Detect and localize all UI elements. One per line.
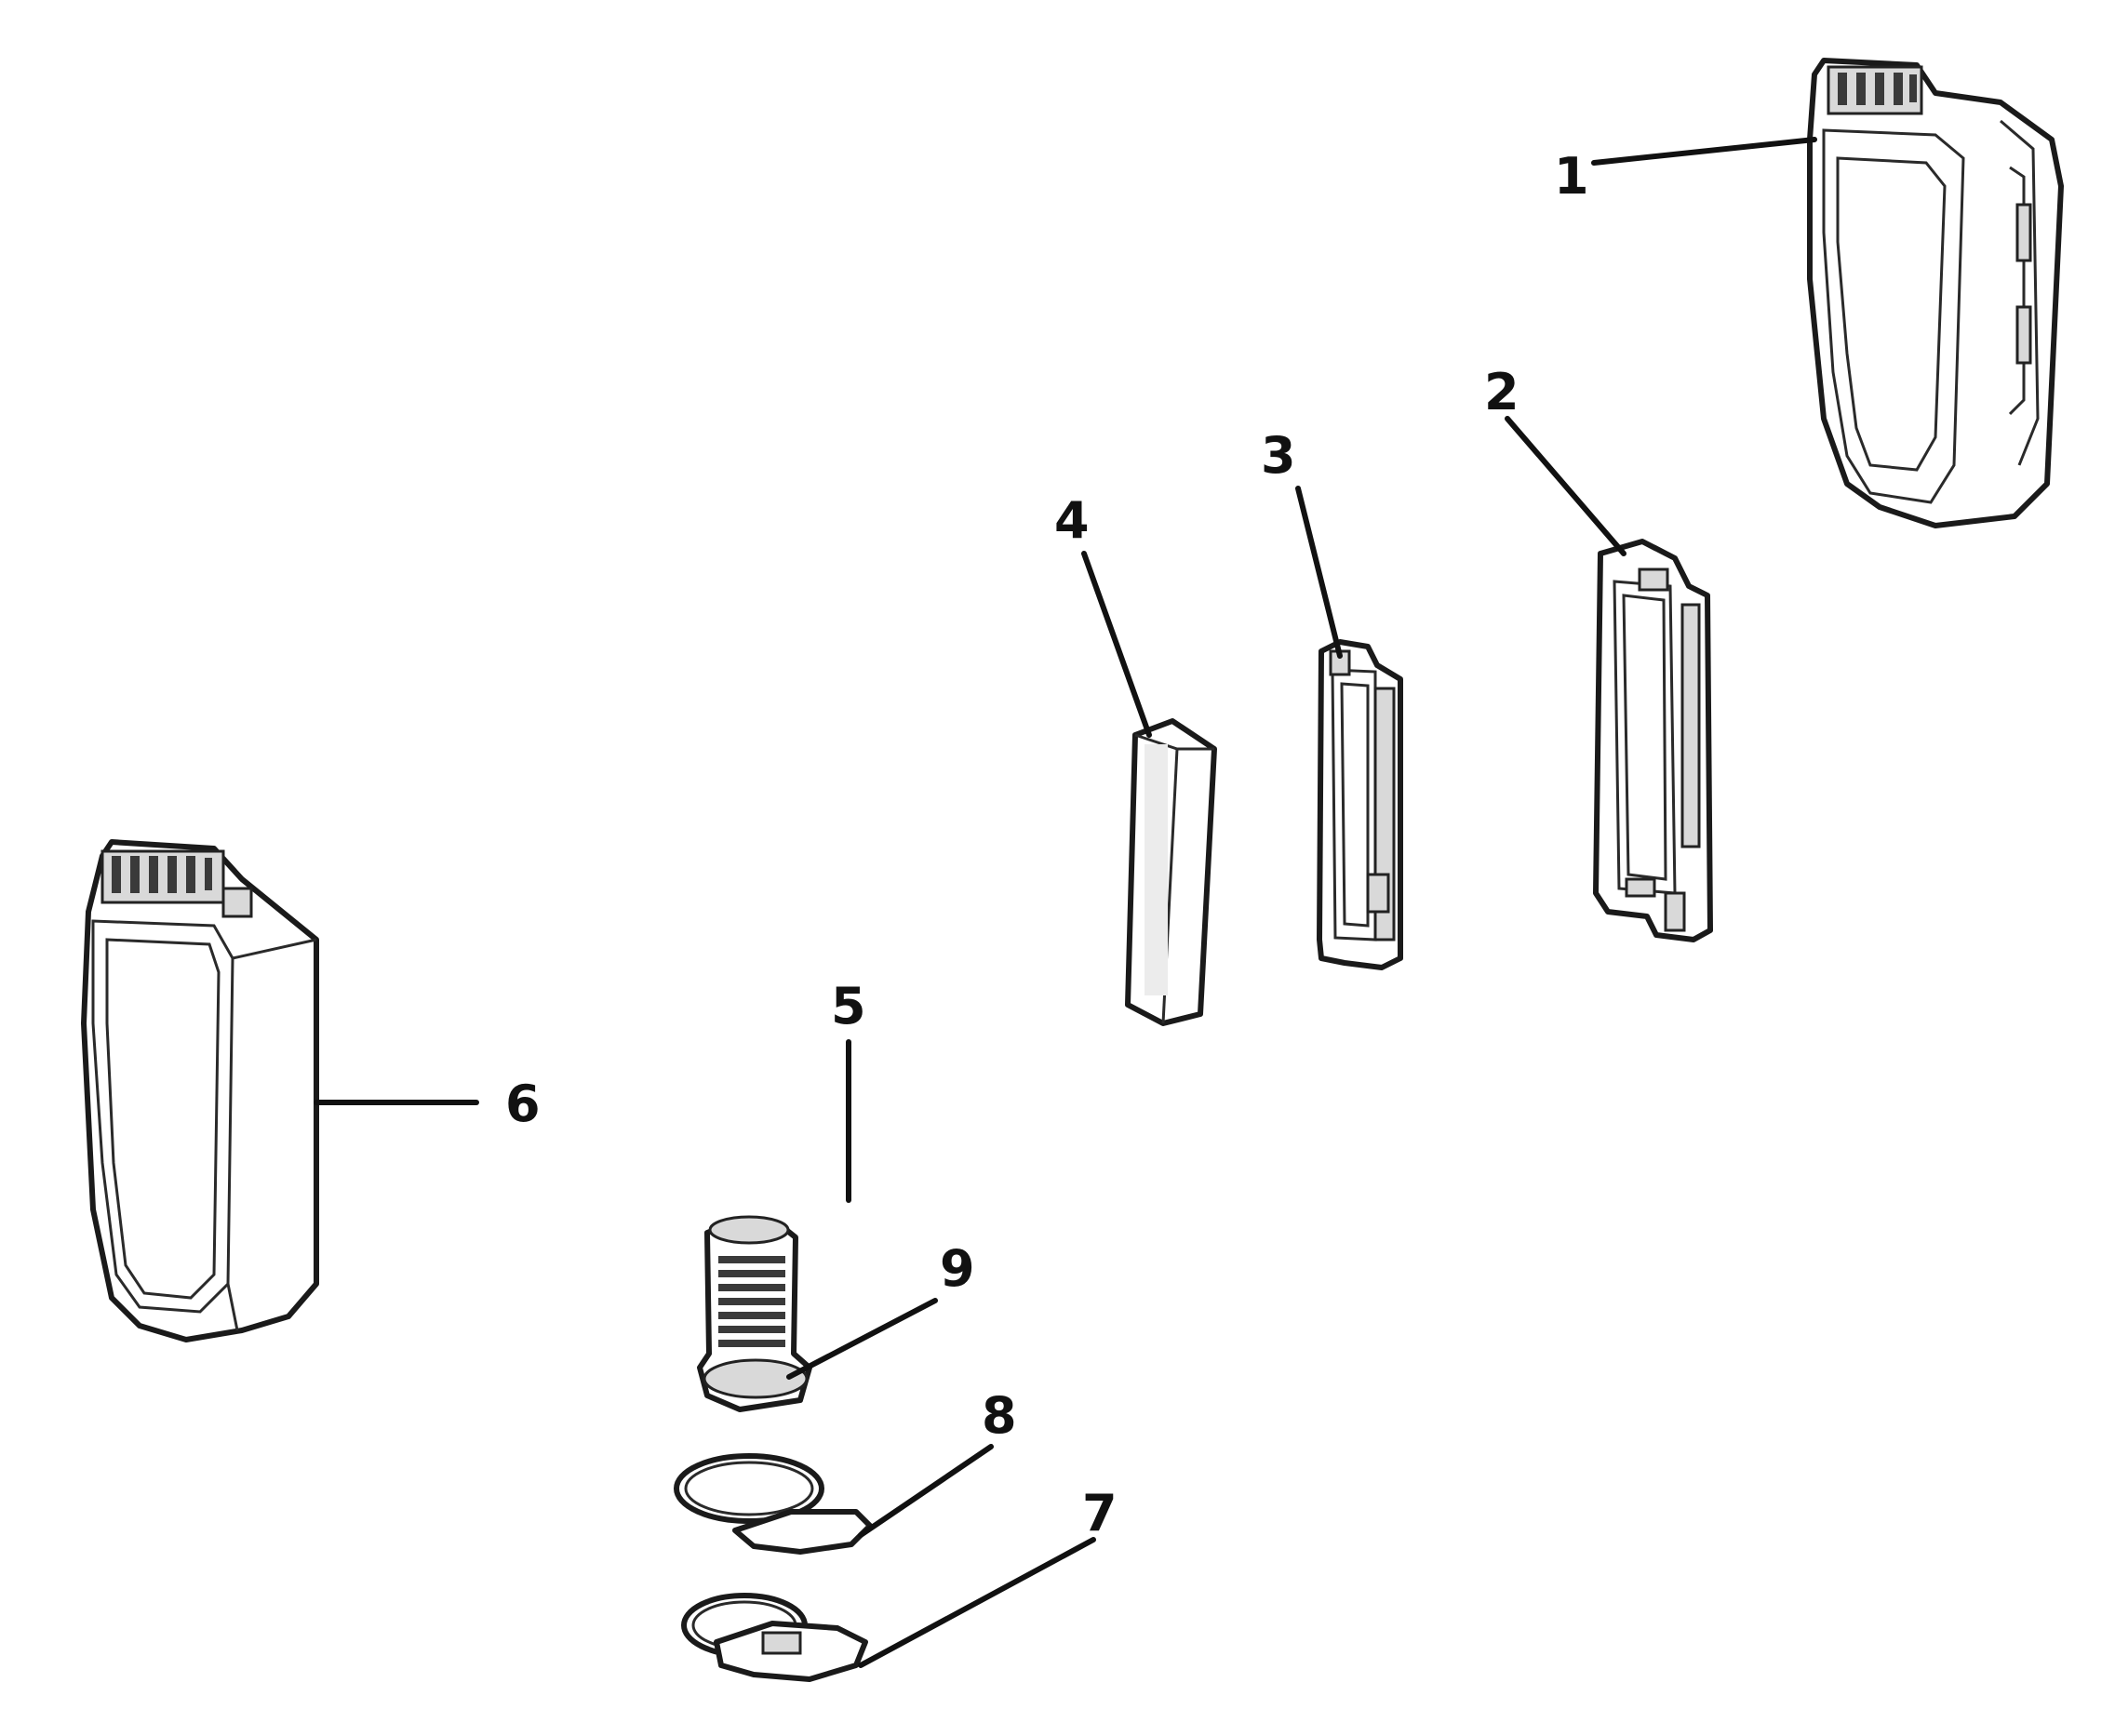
callout-4: 4	[1054, 491, 1090, 550]
part-6-shaver-body	[81, 839, 319, 1342]
part-5-motor	[697, 1215, 812, 1412]
leader-2	[1505, 416, 1626, 556]
leader-8	[858, 1444, 994, 1538]
part-2-inner-frame	[1593, 539, 1713, 942]
leader-lines	[314, 137, 1817, 1668]
part-7-switch-disc	[681, 1593, 868, 1682]
part-4-battery-block	[1125, 718, 1217, 1026]
callout-labels: 1 2 3 4 5 6 7 8 9	[505, 147, 1589, 1542]
part-8-rings	[674, 1453, 873, 1555]
callout-1: 1	[1554, 147, 1589, 206]
leader-4	[1081, 551, 1152, 738]
leader-9	[786, 1298, 938, 1380]
leader-7	[858, 1537, 1096, 1668]
callout-5: 5	[831, 977, 866, 1035]
callout-8: 8	[982, 1386, 1017, 1445]
callout-3: 3	[1261, 426, 1296, 485]
part-3-battery-holder	[1317, 639, 1403, 970]
leader-1	[1591, 137, 1817, 166]
leader-3	[1295, 486, 1343, 659]
part-1-shaver-housing	[1807, 58, 2064, 528]
callout-7: 7	[1082, 1484, 1118, 1542]
callout-9: 9	[940, 1239, 975, 1298]
callout-6: 6	[505, 1075, 541, 1133]
callout-2: 2	[1484, 363, 1519, 421]
